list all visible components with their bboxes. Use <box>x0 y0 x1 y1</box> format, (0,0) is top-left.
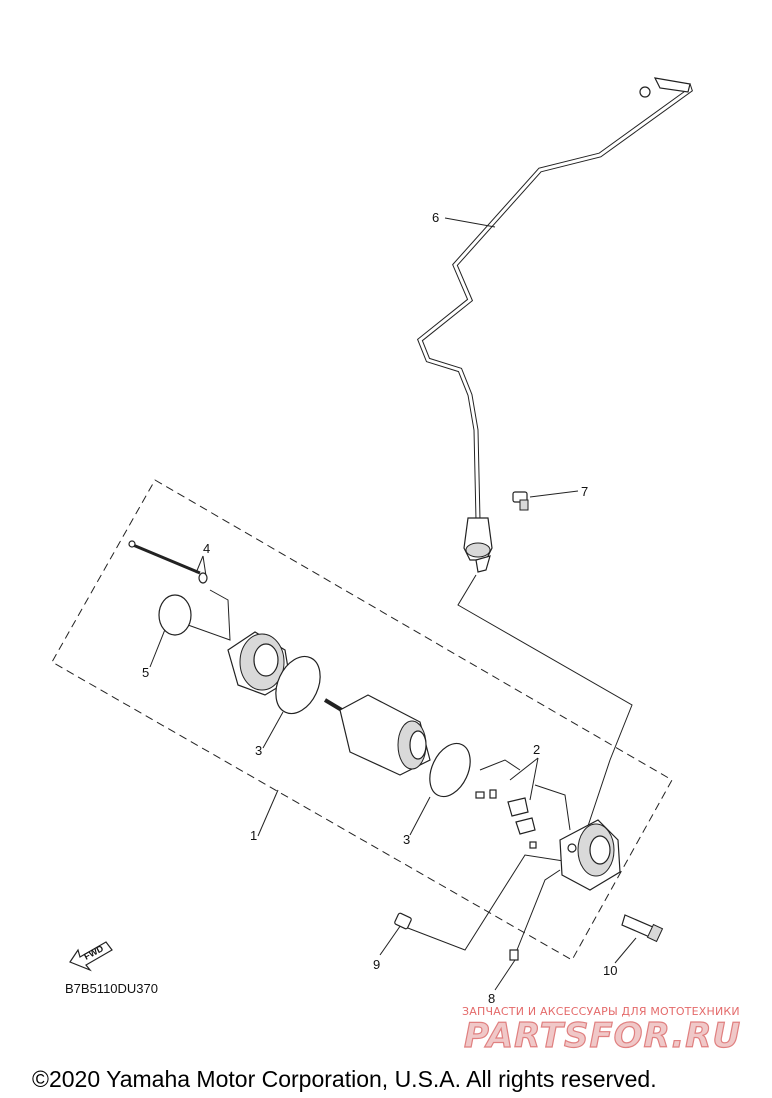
callout-9: 9 <box>373 957 380 972</box>
callout-2: 2 <box>533 742 540 757</box>
brush-set-2[interactable] <box>475 789 537 849</box>
callout-3-left: 3 <box>255 743 262 758</box>
o-ring-5[interactable] <box>158 594 192 636</box>
callout-7: 7 <box>581 484 588 499</box>
nut-8[interactable] <box>509 949 519 961</box>
assembly-boundary <box>51 479 673 961</box>
forward-arrow-icon: FWD <box>69 941 113 972</box>
callout-4: 4 <box>203 541 210 556</box>
watermark-brand: PARTSFOR.RU <box>464 1016 741 1056</box>
callout-10: 10 <box>603 963 617 978</box>
motor-yoke[interactable] <box>323 694 431 776</box>
bolt-9[interactable] <box>394 912 412 930</box>
bolt-7[interactable] <box>512 491 529 511</box>
o-ring-3-left[interactable] <box>267 649 329 720</box>
bolt-10[interactable] <box>621 914 664 943</box>
o-ring-3-right[interactable] <box>422 737 478 803</box>
diagram-code: B7B5110DU370 <box>65 981 158 996</box>
callout-5: 5 <box>142 665 149 680</box>
rear-housing[interactable] <box>559 819 621 891</box>
callout-8: 8 <box>488 991 495 1006</box>
starter-cable[interactable] <box>416 77 693 573</box>
callout-1: 1 <box>250 828 257 843</box>
watermark-tagline: ЗАПЧАСТИ И АКСЕССУАРЫ ДЛЯ МОТОТЕХНИКИ <box>462 1005 740 1018</box>
through-bolts-4[interactable] <box>128 540 208 584</box>
callout-3-right: 3 <box>403 832 410 847</box>
copyright-text: ©2020 Yamaha Motor Corporation, U.S.A. A… <box>32 1066 657 1092</box>
callout-6: 6 <box>432 210 439 225</box>
